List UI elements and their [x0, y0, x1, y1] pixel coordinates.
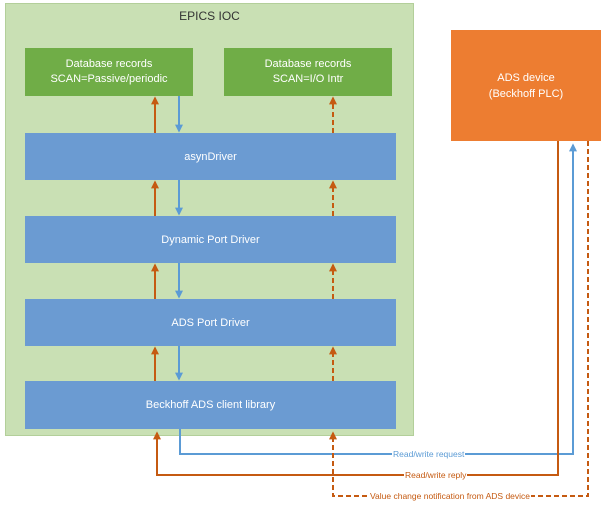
ads-port-driver-layer: ADS Port Driver	[25, 299, 396, 346]
records-left-line2: SCAN=Passive/periodic	[50, 73, 168, 85]
read-write-request-line	[179, 143, 577, 455]
asyn-driver-layer: asynDriver	[25, 133, 396, 180]
value-change-notification-line	[329, 141, 589, 497]
epics-ioc-title: EPICS IOC	[179, 9, 240, 23]
read-write-request-label: Read/write request	[392, 449, 466, 459]
read-write-reply-line	[153, 141, 559, 476]
value-change-notification-label: Value change notification from ADS devic…	[369, 491, 532, 501]
ads-device-line1: ADS device	[497, 71, 555, 84]
database-records-io-intr-box: Database records SCAN=I/O Intr	[224, 48, 392, 96]
database-records-passive-box: Database records SCAN=Passive/periodic	[25, 48, 193, 96]
ads-device-line2: (Beckhoff PLC)	[488, 87, 564, 100]
ads-device-box: ADS device (Beckhoff PLC)	[451, 30, 601, 141]
dynamic-port-driver-layer: Dynamic Port Driver	[25, 216, 396, 263]
records-right-line2: SCAN=I/O Intr	[272, 73, 344, 85]
read-write-reply-label: Read/write reply	[404, 470, 468, 480]
records-left-line1: Database records	[65, 58, 153, 70]
records-right-line1: Database records	[264, 58, 352, 70]
beckhoff-ads-client-library-layer: Beckhoff ADS client library	[25, 381, 396, 429]
